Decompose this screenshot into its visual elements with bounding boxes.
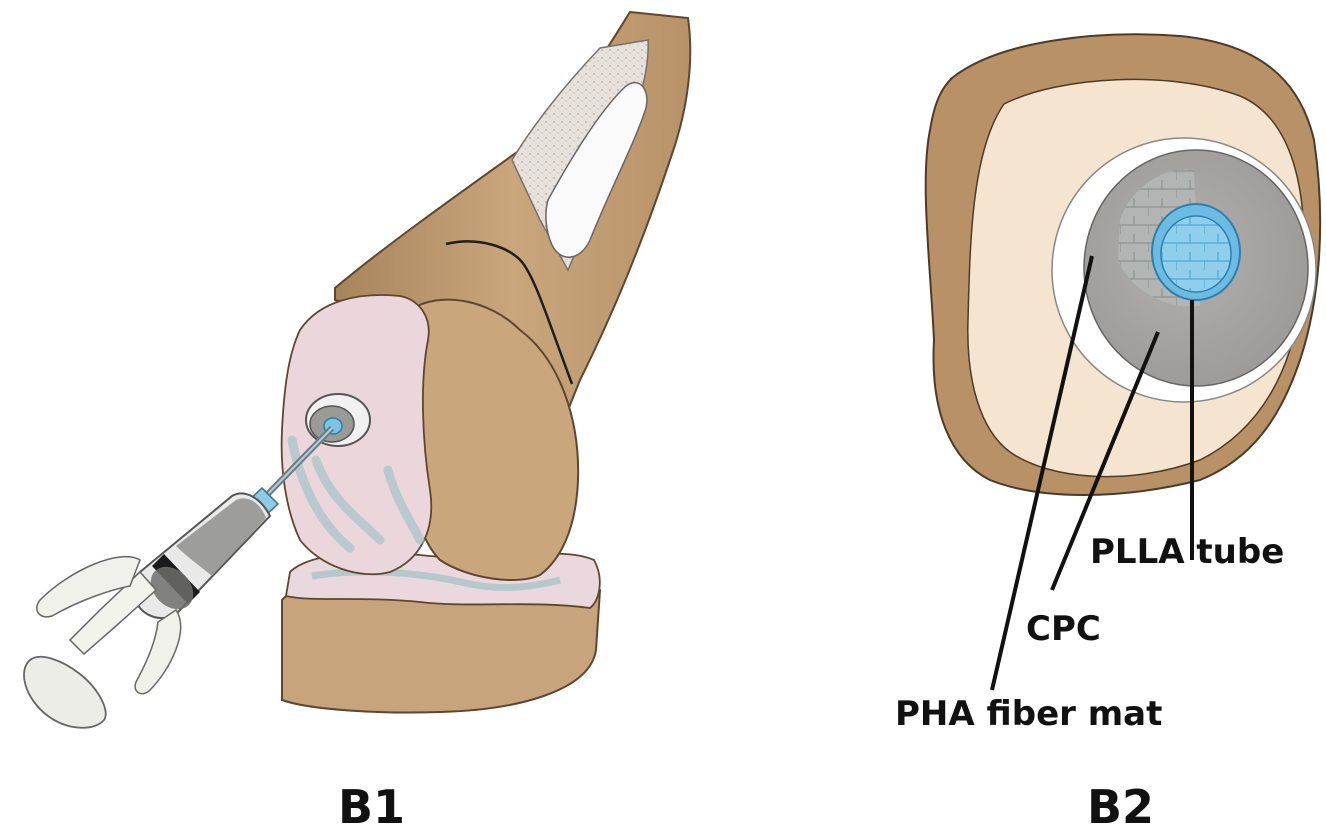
callout-plla-tube: PLLA tube (1090, 532, 1284, 572)
callout-pha-fiber-mat: PHA fiber mat (895, 694, 1162, 734)
panel-b1-illustration (24, 12, 690, 728)
panel-label-b1: B1 (338, 780, 405, 831)
implant-plug (306, 394, 370, 446)
callout-cpc: CPC (1026, 609, 1101, 649)
panel-b2-illustration (926, 34, 1320, 690)
panel-label-b2: B2 (1087, 780, 1154, 831)
plla-tube-inner (1161, 216, 1231, 292)
